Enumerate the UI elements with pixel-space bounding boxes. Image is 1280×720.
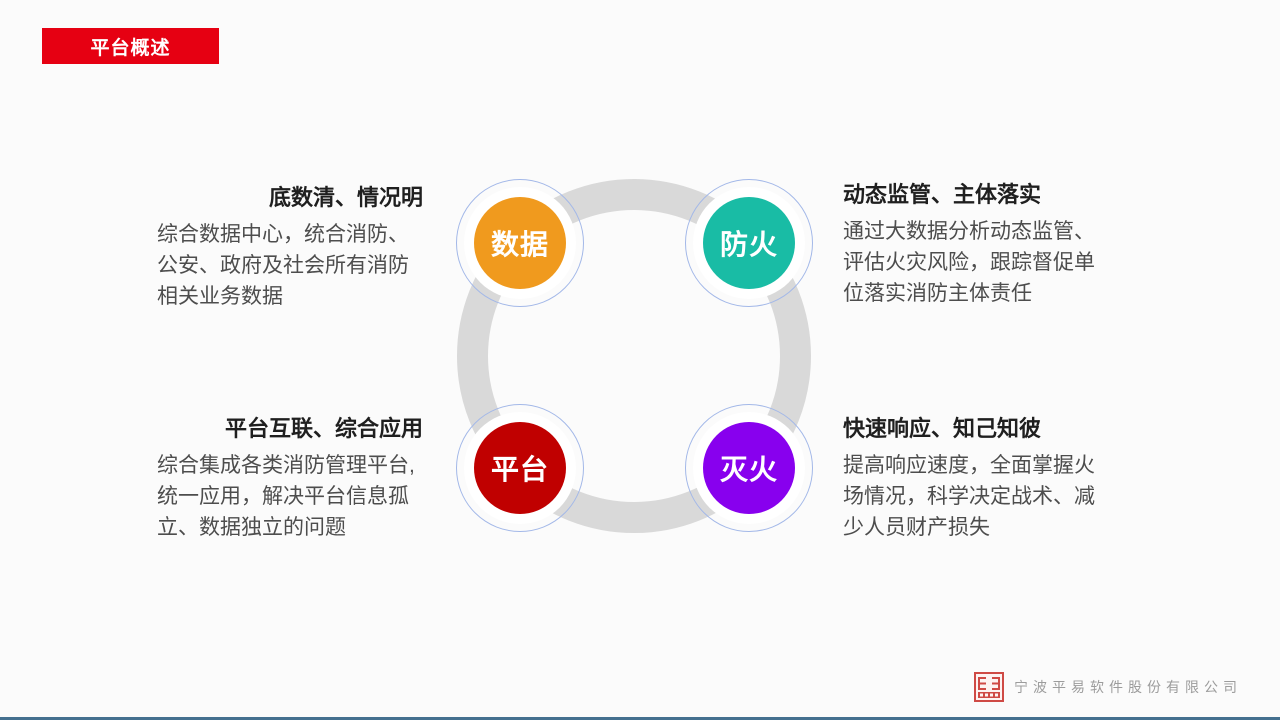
node-data[interactable]: 数据 <box>456 179 584 307</box>
node-fire-fighting[interactable]: 灭火 <box>685 404 813 532</box>
node-outline-circle <box>685 404 813 532</box>
info-block-title: 平台互联、综合应用 <box>224 416 423 441</box>
info-block-body: 综合数据中心，统合消防、公安、政府及社会所有消防相关业务数据 <box>157 223 409 308</box>
bottom-accent-bar <box>0 717 1280 720</box>
info-block-title: 动态监管、主体落实 <box>843 182 1042 207</box>
info-block-platform: 平台互联、综合应用 综合集成各类消防管理平台,统一应用，解决平台信息孤立、数据独… <box>157 415 423 543</box>
info-block-title: 底数清、情况明 <box>268 185 423 210</box>
info-block-body: 提高响应速度，全面掌握火场情况，科学决定战术、减少人员财产损失 <box>843 454 1095 539</box>
footer: 宁波平易软件股份有限公司 <box>974 672 1242 702</box>
node-outline-circle <box>685 179 813 307</box>
node-outline-circle <box>456 404 584 532</box>
info-block-title: 快速响应、知己知彼 <box>843 416 1042 441</box>
info-block-fire-fighting: 快速响应、知己知彼 提高响应速度，全面掌握火场情况，科学决定战术、减少人员财产损… <box>843 415 1109 543</box>
info-block-data: 底数清、情况明 综合数据中心，统合消防、公安、政府及社会所有消防相关业务数据 <box>157 184 423 312</box>
node-fire-prevention[interactable]: 防火 <box>685 179 813 307</box>
company-name: 宁波平易软件股份有限公司 <box>1014 679 1242 695</box>
info-block-fire-prevention: 动态监管、主体落实 通过大数据分析动态监管、评估火灾风险，跟踪督促单位落实消防主… <box>843 181 1109 309</box>
info-block-body: 综合集成各类消防管理平台,统一应用，解决平台信息孤立、数据独立的问题 <box>157 454 415 539</box>
node-platform[interactable]: 平台 <box>456 404 584 532</box>
section-title-badge: 平台概述 <box>42 28 219 64</box>
node-outline-circle <box>456 179 584 307</box>
info-block-body: 通过大数据分析动态监管、评估火灾风险，跟踪督促单位落实消防主体责任 <box>843 220 1095 305</box>
pingyi-seal-icon <box>974 672 1004 702</box>
